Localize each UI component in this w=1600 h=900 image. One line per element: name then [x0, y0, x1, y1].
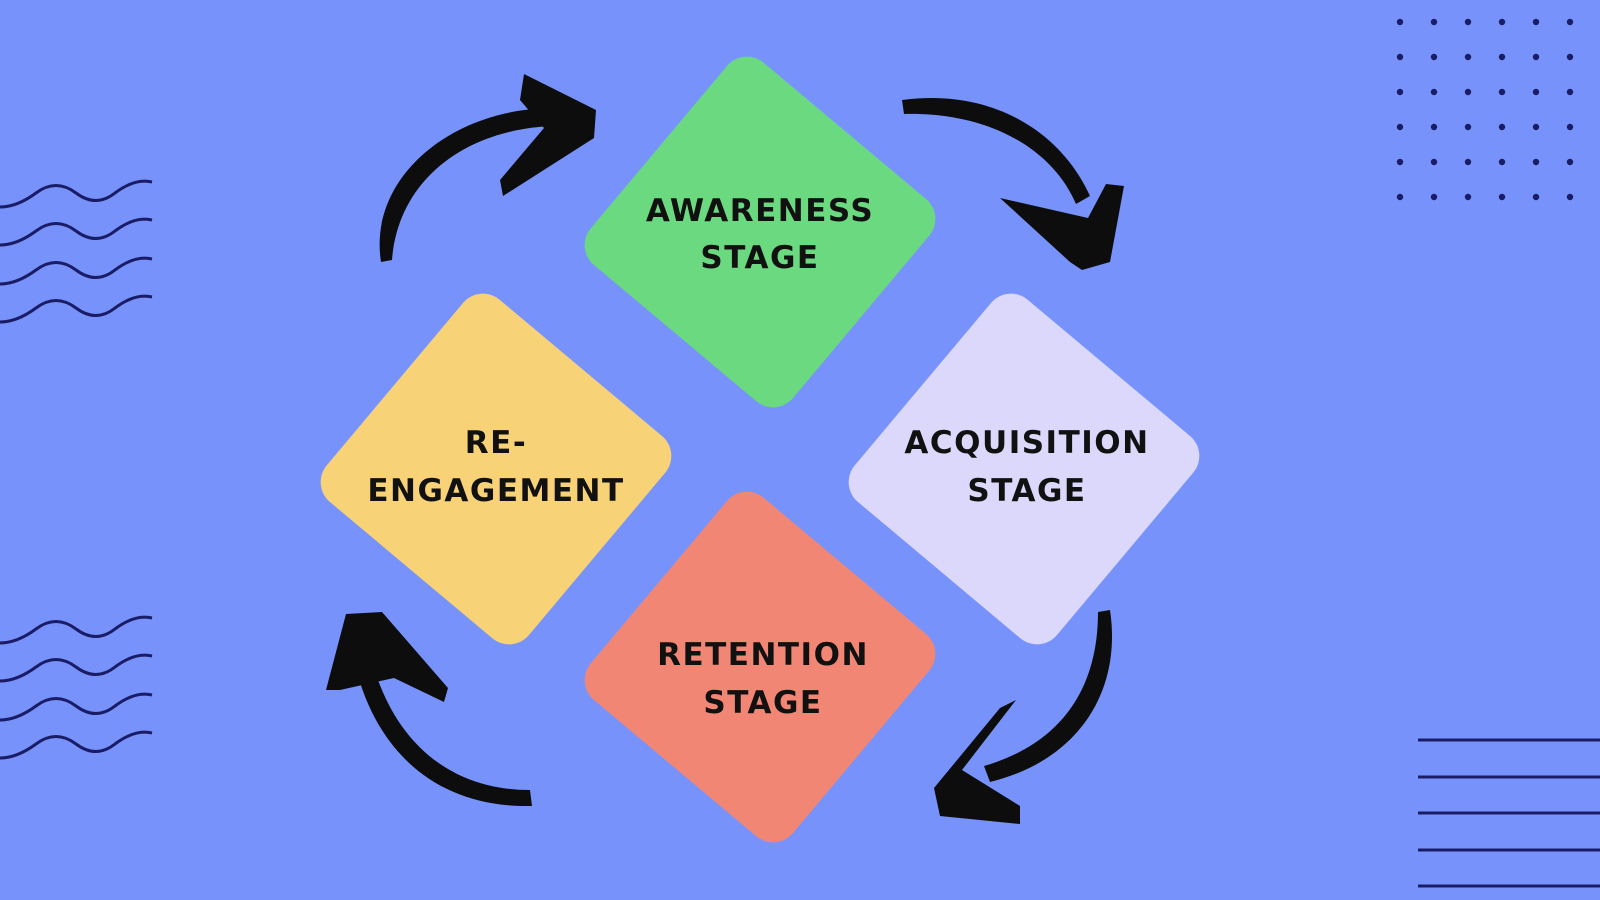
stage-reengagement	[320, 293, 672, 645]
line-stack-icon	[1418, 738, 1600, 888]
grid-dot	[1498, 88, 1506, 96]
grid-dot	[1396, 193, 1404, 201]
stage-reengagement-shape	[320, 293, 672, 645]
grid-dot	[1566, 193, 1574, 201]
stage-retention	[584, 491, 936, 843]
grid-dot	[1396, 158, 1404, 166]
grid-dot	[1566, 158, 1574, 166]
grid-dot	[1566, 123, 1574, 131]
dot-grid-icon	[1396, 18, 1574, 201]
arrow-awareness-to-acquisition	[902, 97, 1124, 270]
stage-reengagement-label-2: ENGAGEMENT	[367, 473, 624, 509]
grid-dot	[1430, 88, 1438, 96]
arrow-acquisition-to-retention	[934, 610, 1113, 824]
grid-dot	[1464, 88, 1472, 96]
stage-awareness-shape	[584, 56, 936, 408]
grid-dot	[1498, 158, 1506, 166]
grid-dot	[1430, 158, 1438, 166]
arrow-reengagement-to-awareness	[379, 74, 596, 262]
stage-retention-label-1: RETENTION	[657, 637, 869, 673]
stage-awareness-label-2: STAGE	[700, 240, 819, 276]
stage-acquisition-label-2: STAGE	[967, 473, 1086, 509]
stage-acquisition-shape	[848, 293, 1200, 645]
grid-dot	[1498, 53, 1506, 61]
grid-dot	[1464, 18, 1472, 26]
wave-pattern-icon	[0, 179, 153, 324]
grid-dot	[1566, 18, 1574, 26]
grid-dot	[1532, 193, 1540, 201]
stage-reengagement-label-1: RE-	[465, 425, 527, 461]
grid-dot	[1532, 53, 1540, 61]
stage-awareness	[584, 56, 936, 408]
grid-dot	[1464, 53, 1472, 61]
grid-dot	[1498, 18, 1506, 26]
grid-dot	[1396, 123, 1404, 131]
grid-dot	[1566, 88, 1574, 96]
stage-acquisition-label-1: ACQUISITION	[904, 425, 1149, 461]
grid-dot	[1396, 88, 1404, 96]
grid-dot	[1464, 193, 1472, 201]
arrow-retention-to-reengagement	[326, 612, 532, 807]
stage-retention-label-2: STAGE	[703, 685, 822, 721]
grid-dot	[1464, 123, 1472, 131]
grid-dot	[1532, 18, 1540, 26]
wave-pattern-icon	[0, 615, 153, 760]
grid-dot	[1396, 18, 1404, 26]
grid-dot	[1566, 53, 1574, 61]
grid-dot	[1532, 123, 1540, 131]
flow-arrows	[326, 74, 1124, 824]
stage-retention-shape	[584, 491, 936, 843]
grid-dot	[1396, 53, 1404, 61]
grid-dot	[1430, 53, 1438, 61]
grid-dot	[1464, 158, 1472, 166]
grid-dot	[1498, 123, 1506, 131]
grid-dot	[1532, 158, 1540, 166]
grid-dot	[1532, 88, 1540, 96]
grid-dot	[1430, 193, 1438, 201]
stage-awareness-label-1: AWARENESS	[646, 193, 874, 229]
grid-dot	[1498, 193, 1506, 201]
grid-dot	[1430, 18, 1438, 26]
stage-acquisition	[848, 293, 1200, 645]
grid-dot	[1430, 123, 1438, 131]
